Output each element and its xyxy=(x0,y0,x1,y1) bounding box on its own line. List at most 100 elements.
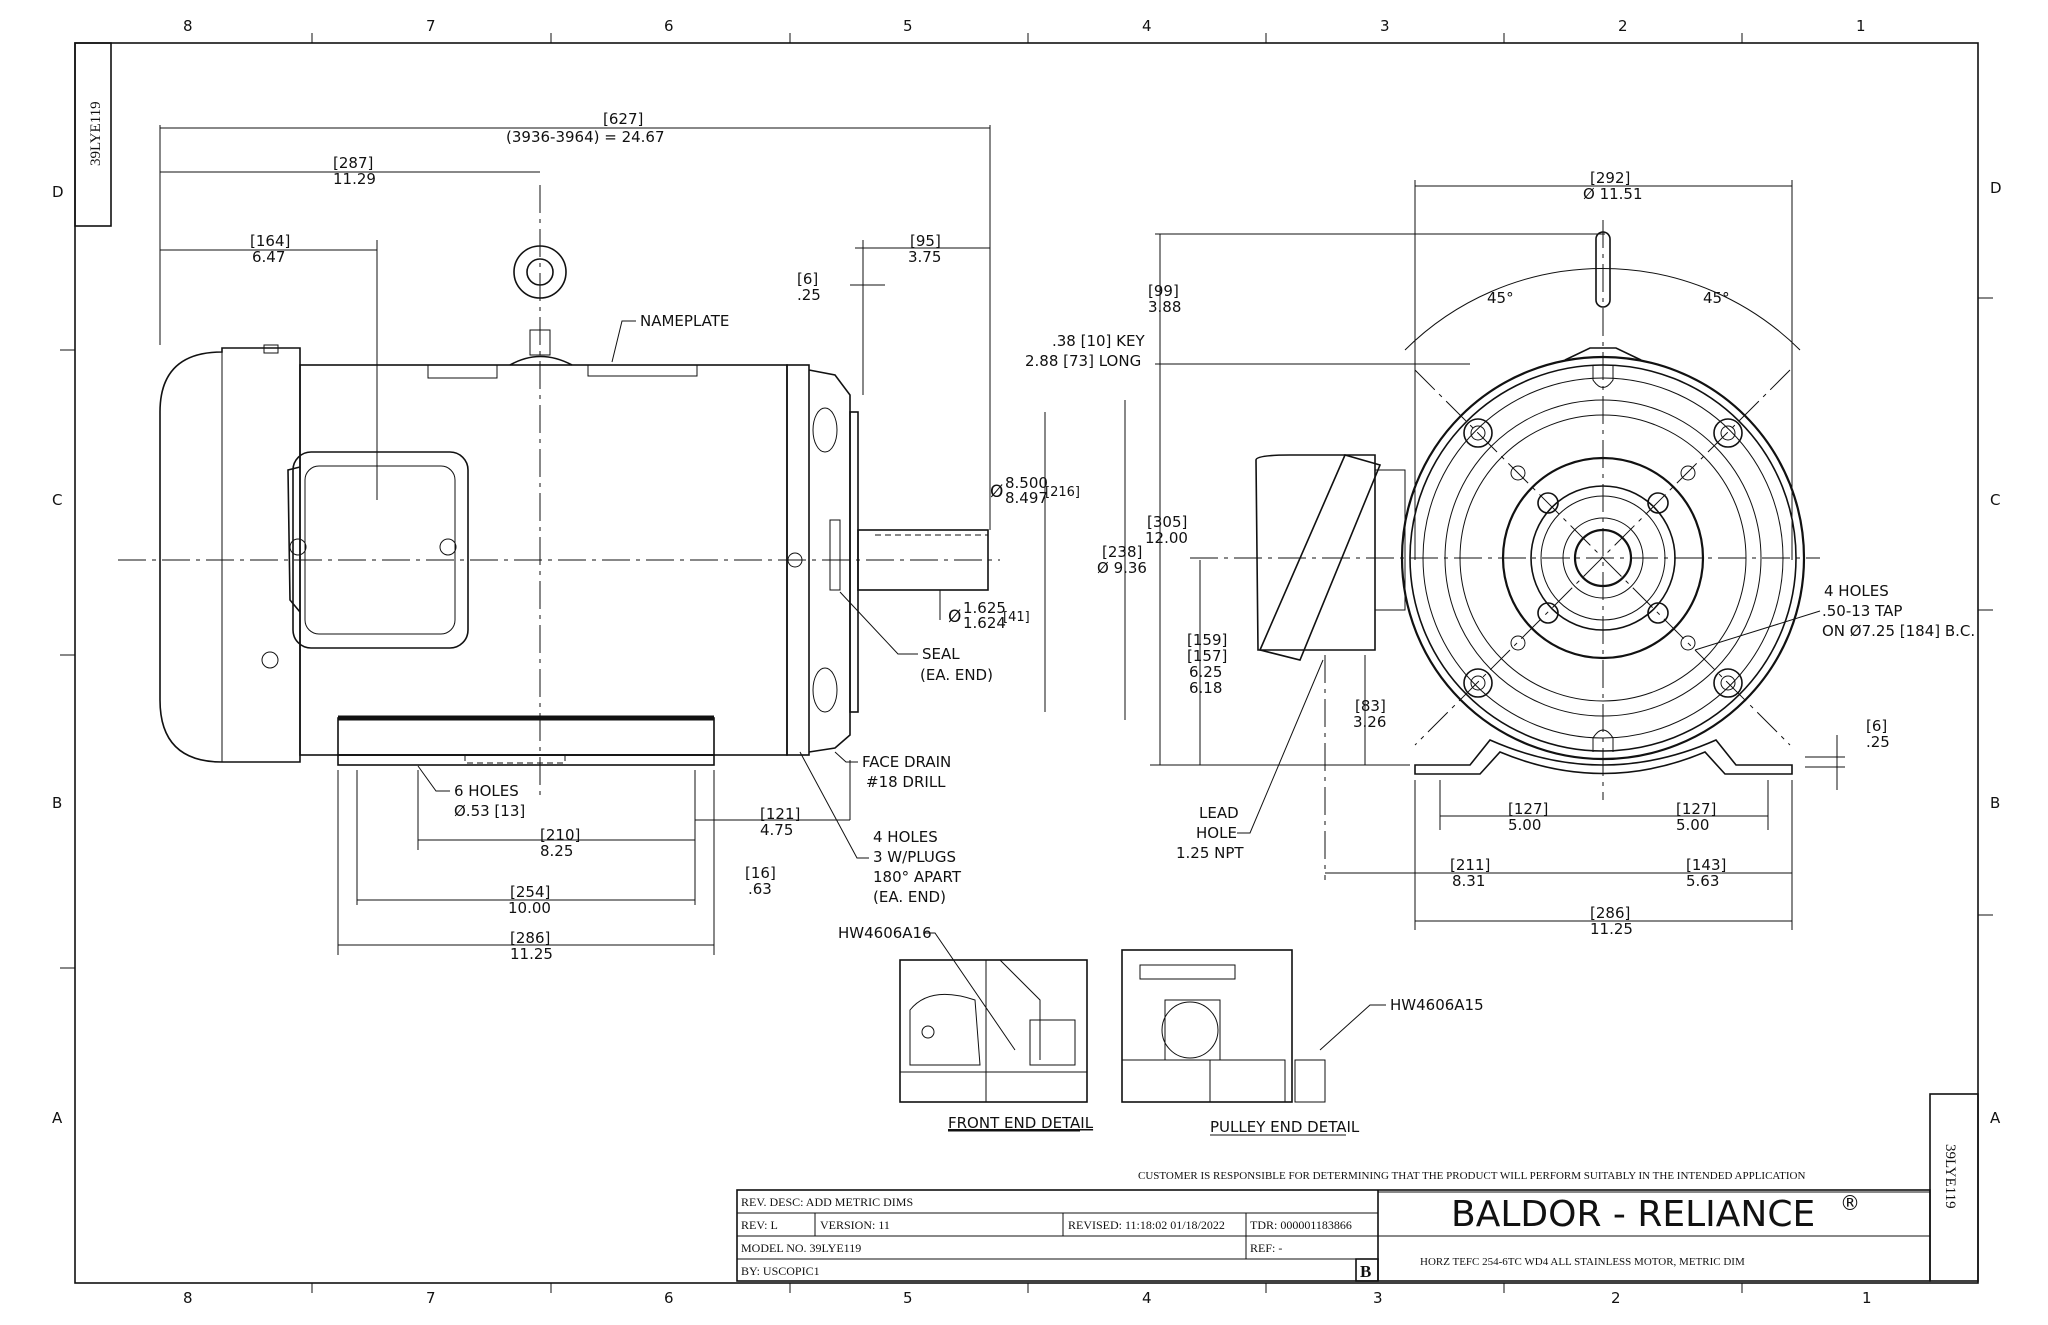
shaft-dia-symbol: Ø xyxy=(948,607,961,627)
dim-lead-to-center-imperial: 8.31 xyxy=(1452,872,1485,890)
zone-top-6: 6 xyxy=(664,17,674,35)
key-note-line1: .38 [10] KEY xyxy=(1052,332,1145,350)
dim-center-to-edge-metric: [143] xyxy=(1686,856,1726,874)
sheet-border xyxy=(74,42,1979,1284)
zone-bottom-8: 8 xyxy=(183,1289,193,1307)
dim-to-box-metric: [164] xyxy=(250,232,290,250)
shaft-dia-upper: 1.625 xyxy=(963,599,1006,617)
dim-base-width-imperial: 11.25 xyxy=(1590,920,1633,938)
dim-half-span-right-imperial: 5.00 xyxy=(1676,816,1709,834)
version: VERSION: 11 xyxy=(820,1218,890,1232)
dim-foot-offset-metric: [16] xyxy=(745,864,776,882)
revised: REVISED: 11:18:02 01/18/2022 xyxy=(1068,1218,1225,1232)
dim-shaft-height-metric-upper: [159] xyxy=(1187,631,1227,649)
pulley-detail-part-label: HW4606A15 xyxy=(1390,996,1484,1014)
by: BY: USCOPIC1 xyxy=(741,1264,820,1278)
zone-top-3: 3 xyxy=(1380,17,1390,35)
title-block-text: REV. DESC: ADD METRIC DIMS REV: L VERSIO… xyxy=(741,1191,1860,1281)
face-drain-note-line2: #18 DRILL xyxy=(866,773,946,791)
zone-bottom-1: 1 xyxy=(1862,1289,1872,1307)
dim-lift-height-metric: [99] xyxy=(1148,282,1179,300)
face-drain-note-line1: FACE DRAIN xyxy=(862,753,951,771)
zone-bottom-2: 2 xyxy=(1611,1289,1621,1307)
zone-top-1: 1 xyxy=(1856,17,1866,35)
drawing-id-box-bottom xyxy=(1929,1093,1979,1282)
dim-overall-height-metric: [305] xyxy=(1147,513,1187,531)
zone-top-5: 5 xyxy=(903,17,913,35)
shaft-dia-metric: [41] xyxy=(1003,610,1030,625)
dim-half-span-left-imperial: 5.00 xyxy=(1508,816,1541,834)
dim-shaft-length-metric: [95] xyxy=(910,232,941,250)
nameplate-label: NAMEPLATE xyxy=(640,312,729,330)
dim-shaft-height-metric-lower: [157] xyxy=(1187,647,1227,665)
dim-lift-height-imperial: 3.88 xyxy=(1148,298,1181,316)
disclaimer: CUSTOMER IS RESPONSIBLE FOR DETERMINING … xyxy=(1138,1170,1805,1182)
pilot-dia-upper: 8.500 xyxy=(1005,474,1048,492)
zone-top-4: 4 xyxy=(1142,17,1152,35)
drawing-id-bottom: 39LYE119 xyxy=(1942,1144,1958,1209)
front-end-detail: HW4606A16 FRONT END DETAIL xyxy=(838,924,1094,1132)
zone-labels: 8 7 6 5 4 3 2 1 8 7 6 5 4 3 2 1 D C B A … xyxy=(52,17,2002,1307)
dim-foot-hole-spacing-metric: [210] xyxy=(540,826,580,844)
zone-bottom-3: 3 xyxy=(1373,1289,1383,1307)
dim-foot-hole-spacing-imperial: 8.25 xyxy=(540,842,573,860)
tap-note-line1: 4 HOLES xyxy=(1824,582,1889,600)
dim-center-to-edge-imperial: 5.63 xyxy=(1686,872,1719,890)
dim-base-length-imperial: 11.25 xyxy=(510,945,553,963)
zone-top-7: 7 xyxy=(426,17,436,35)
zone-right-D: D xyxy=(1990,179,2002,197)
pilot-dia-symbol: Ø xyxy=(990,482,1003,502)
dim-foot-span-imperial: 10.00 xyxy=(508,899,551,917)
dim-foot-thickness-imperial: .25 xyxy=(1866,733,1890,751)
zone-bottom-5: 5 xyxy=(903,1289,913,1307)
zone-ticks xyxy=(60,33,1993,1293)
dim-lead-to-center-metric: [211] xyxy=(1450,856,1490,874)
angle-right: 45° xyxy=(1703,289,1730,307)
dim-shaft-height-imperial-upper: 6.25 xyxy=(1189,663,1222,681)
six-holes-note-line1: 6 HOLES xyxy=(454,782,519,800)
zone-top-8: 8 xyxy=(183,17,193,35)
dim-lead-height-metric: [83] xyxy=(1355,697,1386,715)
brand-name: BALDOR - RELIANCE xyxy=(1451,1194,1815,1235)
dim-lead-height-imperial: 3.26 xyxy=(1353,713,1386,731)
drawing-description: HORZ TEFC 254-6TC WD4 ALL STAINLESS MOTO… xyxy=(1420,1256,1745,1268)
dim-foot-span-metric: [254] xyxy=(510,883,550,901)
dim-face-gap-imperial: .25 xyxy=(797,286,821,304)
key-note-line2: 2.88 [73] LONG xyxy=(1025,352,1141,370)
model-no: MODEL NO. 39LYE119 xyxy=(741,1241,861,1255)
lead-hole-note-line3: 1.25 NPT xyxy=(1176,844,1244,862)
end-view-motor xyxy=(1190,220,1820,800)
zone-right-B: B xyxy=(1990,794,2000,812)
four-holes-note-line1: 4 HOLES xyxy=(873,828,938,846)
pilot-dia-metric: [216] xyxy=(1045,485,1080,500)
dim-shaft-height-imperial-lower: 6.18 xyxy=(1189,679,1222,697)
front-detail-part-label: HW4606A16 xyxy=(838,924,932,942)
dim-half-span-left-metric: [127] xyxy=(1508,800,1548,818)
dim-overall-height-imperial: 12.00 xyxy=(1145,529,1188,547)
pulley-detail-title: PULLEY END DETAIL xyxy=(1210,1118,1360,1136)
dim-half-span-right-metric: [127] xyxy=(1676,800,1716,818)
zone-right-A: A xyxy=(1990,1109,2001,1127)
tdr: TDR: 000001183866 xyxy=(1250,1218,1352,1232)
drawing-id-box-top xyxy=(74,42,112,227)
dim-shaft-length-imperial: 3.75 xyxy=(908,248,941,266)
pulley-end-detail: HW4606A15 PULLEY END DETAIL xyxy=(1121,949,1484,1136)
four-holes-note-line4: (EA. END) xyxy=(873,888,946,906)
zone-left-B: B xyxy=(52,794,62,812)
dim-overall-length-metric: [627] xyxy=(603,110,643,128)
zone-bottom-4: 4 xyxy=(1142,1289,1152,1307)
six-holes-note-line2: Ø.53 [13] xyxy=(454,802,525,820)
end-view-dimension-text: [292] Ø 11.51 45° 45° [99] 3.88 [305] 12… xyxy=(1145,169,1975,938)
pilot-dia-lower: 8.497 xyxy=(1005,489,1048,507)
zone-left-D: D xyxy=(52,183,64,201)
dim-to-lift-metric: [287] xyxy=(333,154,373,172)
dim-foot-to-face-metric: [121] xyxy=(760,805,800,823)
dim-base-length-metric: [286] xyxy=(510,929,550,947)
lead-hole-note-line1: LEAD xyxy=(1199,804,1239,822)
seal-note-line1: SEAL xyxy=(922,645,960,663)
rev-desc: REV. DESC: ADD METRIC DIMS xyxy=(741,1195,913,1209)
dim-face-gap-metric: [6] xyxy=(797,270,818,288)
zone-top-2: 2 xyxy=(1618,17,1628,35)
brand-registered-mark: ® xyxy=(1840,1191,1860,1215)
